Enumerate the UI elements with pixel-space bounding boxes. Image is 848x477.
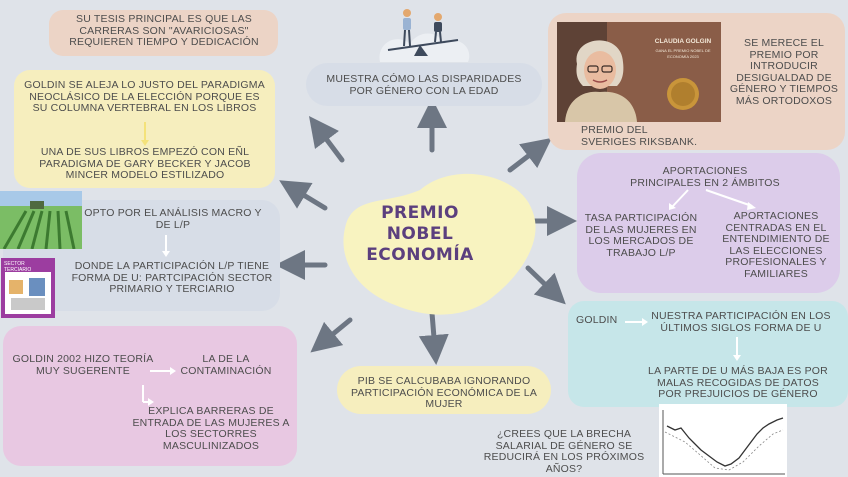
center-title-line: PREMIO: [381, 203, 459, 223]
goldin-u-text-1: NUESTRA PARTICIPACIÓN EN LOS ÚLTIMOS SIG…: [651, 310, 831, 334]
book-subtitle-1: GANA EL PREMIO NOBEL DE: [655, 48, 711, 53]
book-cover: CLAUDIA GOLGIN GANA EL PREMIO NOBEL DE E…: [645, 22, 721, 122]
age-disparities-box: [306, 63, 542, 106]
paradigm-text-2: UNA DE SUS LIBROS EMPEZÓ CON EÑL PARADIG…: [39, 146, 251, 181]
book-subtitle-2: ECONOMÍA 2023: [667, 54, 699, 59]
nobel-medal-icon: [667, 78, 699, 110]
age-disparities-text: MUESTRA CÓMO LAS DISPARIDADES POR GÉNERO…: [326, 73, 522, 97]
theory-2002-text-1: GOLDIN 2002 HIZO TEORÍA MUY SUGERENTE: [12, 353, 154, 377]
center-title-line: NOBEL: [386, 224, 454, 244]
book-title: CLAUDIA GOLGIN: [654, 38, 712, 45]
goldin-u-text-2: LA PARTE DE U MÁS BAJA ES POR MALAS RECO…: [648, 365, 828, 400]
portrait-illustration: [557, 22, 645, 122]
sector-image: SECTOR TERCIARIO: [1, 258, 55, 318]
theory-2002-text-2: LA DE LA CONTAMINACIÓN: [180, 353, 272, 377]
goldin-portrait: [557, 22, 645, 122]
seesaw-illustration: [374, 4, 474, 64]
aportaciones-right: APORTACIONES CENTRADAS EN EL ENTENDIMIEN…: [722, 210, 830, 280]
sector-label: SECTOR TERCIARIO: [4, 261, 32, 273]
seesaw-people-icon: [379, 9, 470, 62]
goldin-u-box: [568, 301, 848, 407]
tractor-field-illustration: [0, 191, 82, 249]
pib-box: [337, 366, 551, 414]
aportaciones-left: TASA PARTICIPACIÓN DE LAS MUJERES EN LOS…: [584, 212, 698, 259]
theory-2002-text-3: EXPLICA BARRERAS DE ENTRADA DE LAS MUJER…: [132, 405, 290, 452]
center-title-line: ECONOMÍA: [366, 245, 474, 265]
field-image: [0, 191, 82, 249]
u-curve-chart-image: [659, 404, 787, 477]
aportaciones-title: APORTACIONES PRINCIPALES EN 2 ÁMBITOS: [630, 165, 780, 189]
closing-question: ¿CREES QUE LA BRECHA SALARIAL DE GÉNERO …: [483, 428, 645, 475]
prize-caption: PREMIO DEL SVERIGES RIKSBANK.: [581, 124, 698, 148]
u-curve-illustration: [662, 410, 785, 475]
theory-2002-box: [3, 326, 297, 466]
thesis-text: SU TESIS PRINCIPAL ES QUE LAS CARRERAS S…: [69, 13, 259, 48]
center-title: PREMIO NOBEL ECONOMÍA: [360, 203, 480, 266]
aportaciones-box: [577, 153, 840, 293]
goldin-u-label: GOLDIN: [576, 314, 618, 326]
prize-text: SE MERECE EL PREMIO POR INTRODUCIR DESIG…: [729, 37, 839, 107]
macro-text-1: OPTO POR EL ANÁLISIS MACRO Y DE L/P: [84, 207, 262, 231]
thesis-box: [49, 10, 278, 56]
paradigm-text-1: GOLDIN SE ALEJA LO JUSTO DEL PARADIGMA N…: [24, 79, 265, 114]
sector-illustration: [5, 272, 51, 314]
pib-text: PIB SE CALCUBABA IGNORANDO PARTICIPACIÓN…: [350, 375, 538, 410]
macro-text-2: DONDE LA PARTICIPACIÓN L/P TIENE FORMA D…: [71, 260, 273, 295]
